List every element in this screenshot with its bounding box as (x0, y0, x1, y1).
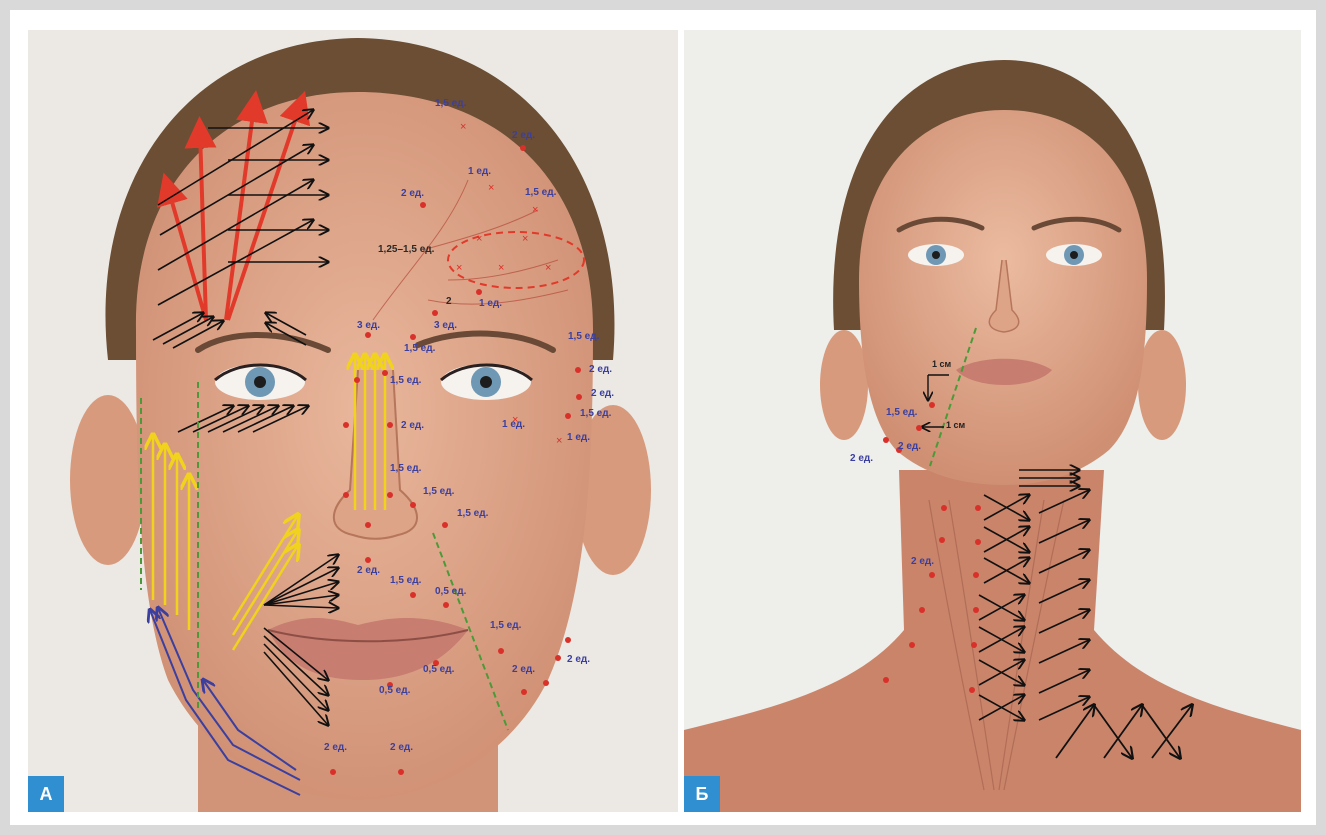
dose-label: 1,5 ед. (404, 343, 435, 354)
dose-label: 1,25–1,5 ед. (378, 244, 434, 255)
left-ear (820, 330, 868, 440)
svg-text:×: × (556, 435, 562, 447)
right-ear (1138, 330, 1186, 440)
dose-label: 2 ед. (401, 188, 424, 199)
dose-label: 2 ед. (567, 654, 590, 665)
dose-label: 1 ед. (479, 298, 502, 309)
dose-label: 1,5 ед. (457, 508, 488, 519)
figure-frame: ×××××××××× 1,5 ед. 2 ед. 1 ед. 1,5 ед. 2… (10, 10, 1316, 825)
svg-text:×: × (456, 262, 462, 274)
dose-label: 2 ед. (850, 453, 873, 464)
neck-illustration (684, 30, 1301, 812)
svg-text:×: × (488, 182, 494, 194)
svg-text:×: × (498, 262, 504, 274)
dose-label: 1,5 ед. (390, 463, 421, 474)
panel-label: А (28, 776, 64, 812)
dose-label: 2 ед. (512, 664, 535, 675)
dose-label: 2 ед. (591, 388, 614, 399)
dose-label: 2 ед. (324, 742, 347, 753)
dose-label: 1,5 ед. (525, 187, 556, 198)
svg-text:×: × (532, 204, 538, 216)
dose-label: 1,5 ед. (568, 331, 599, 342)
measurement-label: 1 см (946, 420, 965, 430)
dose-label: 1 ед. (502, 419, 525, 430)
dose-label: 2 (446, 296, 452, 307)
svg-text:×: × (460, 121, 466, 133)
dose-label: 3 ед. (357, 320, 380, 331)
dose-label: 0,5 ед. (379, 685, 410, 696)
neck-shoulders (684, 470, 1301, 812)
dose-label: 1 ед. (468, 166, 491, 177)
dose-label: 2 ед. (512, 130, 535, 141)
dose-label: 1,5 ед. (490, 620, 521, 631)
svg-text:×: × (545, 262, 551, 274)
dose-label: 0,5 ед. (435, 586, 466, 597)
measurement-label: 1 см (932, 359, 951, 369)
dose-label: 3 ед. (434, 320, 457, 331)
dose-label: 1,5 ед. (886, 407, 917, 418)
dose-label: 2 ед. (401, 420, 424, 431)
right-eye (1046, 244, 1102, 266)
dose-label: 0,5 ед. (423, 664, 454, 675)
dose-label: 2 ед. (911, 556, 934, 567)
dose-label: 1,5 ед. (580, 408, 611, 419)
svg-text:×: × (522, 233, 528, 245)
dose-label: 2 ед. (898, 441, 921, 452)
dose-label: 1,5 ед. (390, 575, 421, 586)
dose-label: 1 ед. (567, 432, 590, 443)
svg-text:×: × (476, 233, 482, 245)
dose-label: 2 ед. (390, 742, 413, 753)
panel-neck: 1 см 1,5 ед. 1 см 2 ед. 2 ед. 2 ед. Б (684, 30, 1301, 812)
left-ear (70, 395, 146, 565)
dose-label: 2 ед. (357, 565, 380, 576)
panel-label: Б (684, 776, 720, 812)
dose-label: 1,5 ед. (423, 486, 454, 497)
panel-face: ×××××××××× 1,5 ед. 2 ед. 1 ед. 1,5 ед. 2… (28, 30, 678, 812)
left-eye (908, 244, 964, 266)
dose-label: 1,5 ед. (435, 98, 466, 109)
face-illustration: ×××××××××× (28, 30, 678, 812)
dose-label: 2 ед. (589, 364, 612, 375)
dose-label: 1,5 ед. (390, 375, 421, 386)
